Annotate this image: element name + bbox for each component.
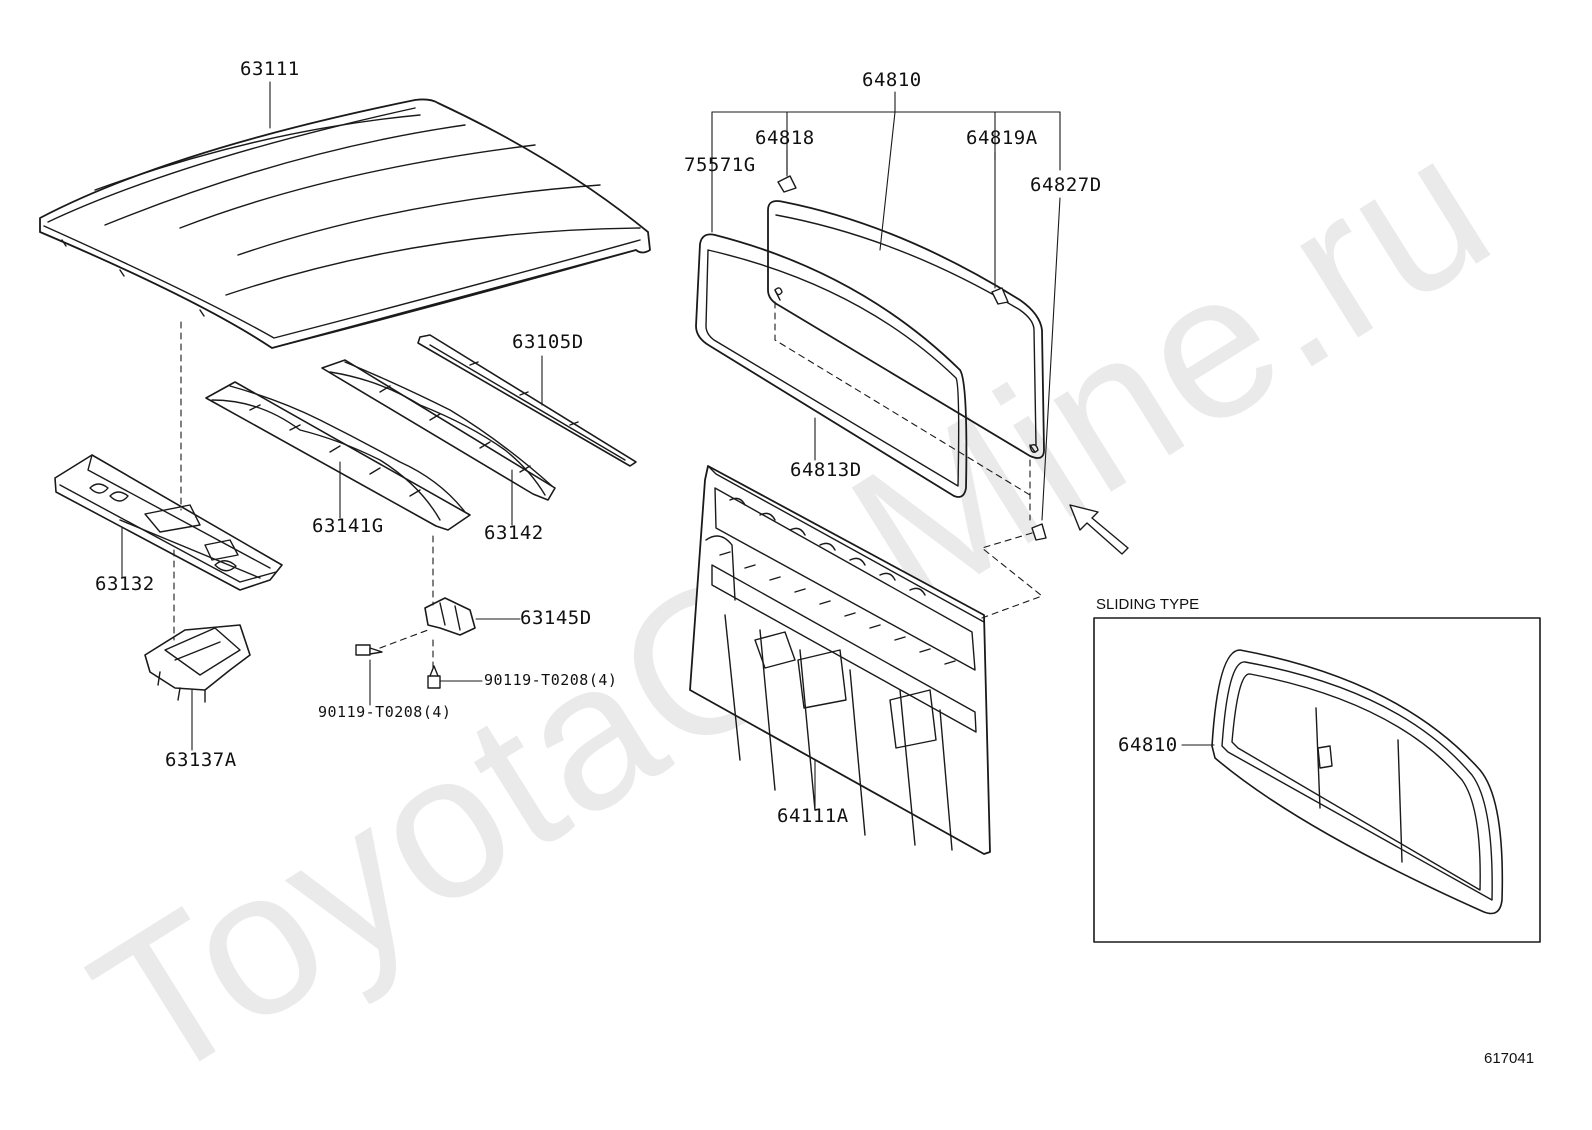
- roof-bow-63141g: [205, 381, 471, 531]
- label-64111a: 64111A: [777, 805, 849, 827]
- label-63132: 63132: [95, 573, 155, 595]
- clip-64827d: [1031, 523, 1047, 541]
- label-63105d: 63105D: [512, 331, 584, 353]
- roof-bow-63105d: [417, 334, 637, 467]
- label-63142: 63142: [484, 522, 544, 544]
- sliding-type-inset: [1093, 617, 1541, 943]
- label-63145d: 63145D: [520, 607, 592, 629]
- label-75571g: 75571G: [684, 154, 756, 176]
- rear-window-glass: [695, 200, 1045, 498]
- roof-bow-63142: [321, 359, 556, 501]
- diagram-drawing: [39, 81, 1541, 943]
- back-panel: [689, 465, 991, 855]
- label-90119-t0208-left: 90119-T0208(4): [318, 703, 452, 721]
- front-header-panel: [54, 454, 283, 591]
- label-64827d: 64827D: [1030, 174, 1102, 196]
- label-63137a: 63137A: [165, 749, 237, 771]
- clip-64818: [777, 175, 797, 193]
- label-64810: 64810: [862, 69, 922, 91]
- figure-number: 617041: [1484, 1050, 1535, 1067]
- inset-caption: SLIDING TYPE: [1096, 596, 1200, 613]
- bolt-right: [427, 665, 441, 689]
- view-arrow: [1069, 504, 1129, 555]
- parts-diagram: ToyotaOnMine.ru: [39, 58, 1541, 1127]
- label-64813d: 64813D: [790, 459, 862, 481]
- dashed-guides: [173, 301, 1043, 669]
- bracket-63145d: [424, 597, 476, 636]
- label-63141g: 63141G: [312, 515, 384, 537]
- label-64810-sliding: 64810: [1118, 734, 1178, 756]
- roof-panel: [39, 98, 651, 349]
- leader-lines: [121, 81, 1215, 808]
- label-90119-t0208-right: 90119-T0208(4): [484, 671, 618, 689]
- clip-64819a: [991, 287, 1009, 305]
- label-63111: 63111: [240, 58, 300, 80]
- label-64819a: 64819A: [966, 127, 1038, 149]
- bolt-left: [355, 644, 383, 656]
- bracket-63137a: [144, 624, 251, 703]
- label-64818: 64818: [755, 127, 815, 149]
